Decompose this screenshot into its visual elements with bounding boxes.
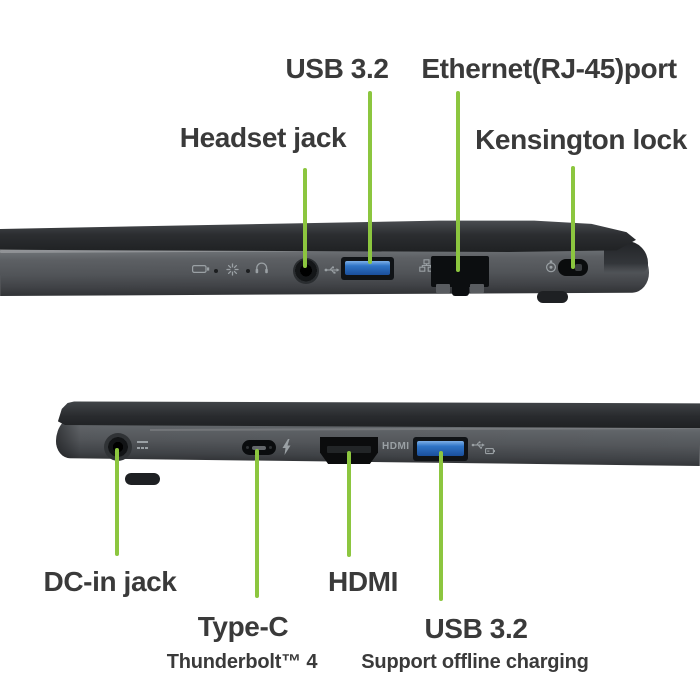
label-usb32-top: USB 3.2 [285, 53, 389, 84]
usb-a-blue-tab-bottom [417, 441, 464, 456]
usb-offline-charging-icon [471, 441, 495, 455]
label-usb32-bottom: USB 3.2 [424, 613, 528, 644]
callout-line-usb32-top [368, 91, 372, 264]
usb-c-thunderbolt4-port [242, 440, 276, 455]
headset-icon [255, 262, 268, 274]
thunderbolt-icon [282, 439, 291, 455]
battery-icon [192, 265, 210, 274]
callout-line-kensington [571, 166, 575, 269]
kensington-lock-icon [545, 260, 557, 273]
usb-a-blue-tab [345, 261, 390, 275]
rubber-foot-bottom [125, 473, 160, 485]
usb-c-contact-tab [252, 446, 266, 450]
rubber-foot [537, 291, 568, 303]
ethernet-port-clip [452, 285, 469, 296]
label-kensington: Kensington lock [475, 124, 687, 155]
label-ethernet: Ethernet(RJ-45)port [421, 53, 677, 84]
callout-line-headset [303, 168, 307, 268]
power-icon [226, 263, 239, 276]
power-led [246, 269, 250, 273]
usb-c-pin-right [269, 446, 272, 449]
label-headset: Headset jack [179, 122, 347, 153]
usb-c-pin-left [246, 446, 249, 449]
callout-line-dc [115, 448, 119, 556]
label-hdmi: HDMI [328, 566, 398, 597]
usb-trident-icon [324, 266, 340, 274]
hdmi-logo-print: HDMI [382, 441, 410, 452]
usb-a-port-top [341, 257, 394, 280]
label-offline-charging: Support offline charging [361, 651, 589, 673]
dc-in-icon [137, 441, 151, 451]
ethernet-port-foot-left [436, 284, 450, 293]
callout-line-hdmi [347, 451, 351, 557]
kensington-slot-pin [575, 264, 582, 271]
ethernet-port-foot-right [470, 284, 484, 293]
label-thunderbolt4: Thunderbolt™ 4 [166, 651, 318, 673]
callout-line-usb32-bottom [439, 451, 443, 601]
hdmi-port-slot [327, 446, 371, 453]
callout-line-typec [255, 449, 259, 598]
battery-led [214, 269, 218, 273]
callout-line-ethernet [456, 91, 460, 272]
laptop-lid-right-side [0, 220, 636, 252]
laptop-lid-left-side [57, 401, 700, 429]
label-typec: Type-C [197, 611, 289, 642]
ethernet-rj45-port [431, 256, 489, 287]
label-dc-in: DC-in jack [43, 566, 177, 597]
